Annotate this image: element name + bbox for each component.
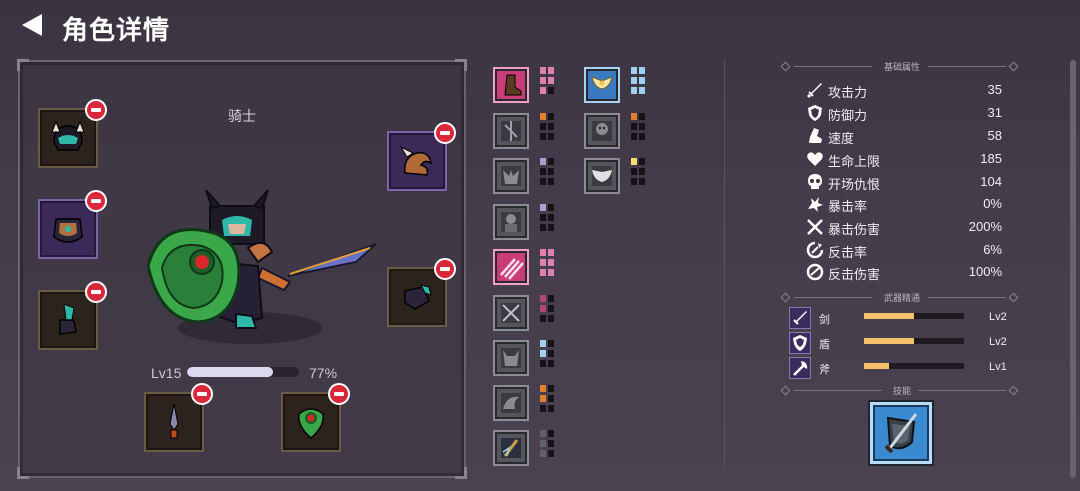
mastery-row-axe[interactable]: 斧 Lv1 bbox=[789, 357, 1011, 379]
skill-tile-demon[interactable] bbox=[493, 158, 529, 194]
unequip-boots-button[interactable] bbox=[85, 281, 107, 303]
skill-tile-holy-wings[interactable] bbox=[584, 67, 620, 103]
unequip-gloves-button[interactable] bbox=[434, 258, 456, 280]
stat-row-counter-damage: 反击伤害 100% bbox=[806, 262, 1002, 282]
sword-mastery-icon bbox=[789, 307, 811, 329]
character-class-name: 骑士 bbox=[228, 108, 256, 124]
heart-icon bbox=[807, 152, 823, 166]
skill-rank-knight bbox=[540, 204, 556, 240]
holy-wings-skill-icon bbox=[591, 76, 613, 90]
xp-progress-bar bbox=[187, 367, 299, 377]
active-skill-button[interactable] bbox=[870, 402, 932, 464]
character-level: Lv15 bbox=[151, 365, 182, 381]
boots-icon bbox=[59, 303, 77, 335]
skill-tile-boots[interactable] bbox=[493, 67, 529, 103]
panel-divider bbox=[724, 60, 725, 470]
mastery-bar-sword bbox=[864, 313, 964, 319]
mastery-section-header: 武器精通 bbox=[780, 291, 1020, 305]
skill-rank-ghost bbox=[631, 113, 647, 149]
header-bar: 角色详情 bbox=[0, 0, 1080, 50]
skill-tile-dragon[interactable] bbox=[493, 385, 529, 421]
xp-progress-fill bbox=[187, 367, 274, 377]
back-button[interactable] bbox=[20, 12, 44, 38]
sword-icon bbox=[807, 83, 822, 98]
shield-mastery-icon bbox=[789, 332, 811, 354]
skill-tile-shield-wall[interactable] bbox=[493, 113, 529, 149]
chest-armor-icon bbox=[53, 218, 83, 243]
stats-section-header: 基础属性 bbox=[780, 60, 1020, 74]
lightning-sword-skill-icon bbox=[501, 438, 521, 458]
xp-percent: 77% bbox=[309, 365, 338, 381]
horn-shoulder-icon bbox=[399, 145, 433, 176]
skull-icon bbox=[808, 174, 822, 189]
shield-wall-skill-icon bbox=[501, 121, 521, 141]
skill-rank-shield-wall bbox=[540, 113, 556, 149]
crit-burst-icon bbox=[808, 197, 823, 212]
skill-tile-claw[interactable] bbox=[493, 249, 529, 285]
boots-skill-icon bbox=[504, 74, 522, 96]
dragon-skill-icon bbox=[501, 393, 521, 413]
horned-helmet-icon bbox=[51, 120, 85, 151]
equip-slot-accessory[interactable] bbox=[387, 131, 447, 191]
unequip-helmet-button[interactable] bbox=[85, 99, 107, 121]
skill-tile-cross-slash[interactable] bbox=[493, 295, 529, 331]
mastery-bar-axe bbox=[864, 363, 964, 369]
unequip-offhand-button[interactable] bbox=[328, 383, 350, 405]
skill-tile-wings[interactable] bbox=[584, 158, 620, 194]
back-arrow-icon bbox=[22, 14, 42, 36]
axe-mastery-icon bbox=[789, 357, 811, 379]
stat-row-crit-rate: 暴击率 0% bbox=[806, 194, 1002, 214]
stat-row-speed: 速度 58 bbox=[806, 126, 1002, 146]
eye-shield-icon bbox=[298, 408, 324, 439]
shield-sword-skill-icon bbox=[884, 413, 918, 454]
page-title: 角色详情 bbox=[62, 15, 171, 45]
unequip-weapon-button[interactable] bbox=[191, 383, 213, 405]
knight-skill-icon bbox=[501, 212, 521, 232]
ghost-skill-icon bbox=[592, 121, 612, 141]
skill-tile-ghost[interactable] bbox=[584, 113, 620, 149]
mastery-bar-shield bbox=[864, 338, 964, 344]
horned-beast-skill-icon bbox=[501, 348, 521, 368]
demon-skill-icon bbox=[501, 166, 521, 186]
hero-character-portrait bbox=[140, 150, 390, 350]
unequip-accessory-button[interactable] bbox=[434, 122, 456, 144]
stat-row-counter-rate: 反击率 6% bbox=[806, 240, 1002, 260]
wings-skill-icon bbox=[592, 166, 612, 186]
counter-icon bbox=[806, 241, 824, 259]
stat-row-opening-aggro: 开场仇恨 104 bbox=[806, 172, 1002, 192]
dagger-icon bbox=[169, 403, 179, 439]
skill-rank-wings bbox=[631, 158, 647, 194]
skill-tile-knight[interactable] bbox=[493, 204, 529, 240]
gauntlet-icon bbox=[404, 284, 432, 310]
stat-row-defense: 防御力 31 bbox=[806, 103, 1002, 123]
skill-rank-dragon bbox=[540, 385, 556, 421]
counter-damage-icon bbox=[806, 263, 824, 281]
skill-tile-lightning-sword[interactable] bbox=[493, 430, 529, 466]
skill-rank-claw bbox=[540, 249, 556, 285]
stat-row-crit-damage: 暴击伤害 200% bbox=[806, 217, 1002, 237]
skill-rank-demon bbox=[540, 158, 556, 194]
stat-row-attack: 攻击力 35 bbox=[806, 80, 1002, 100]
skill-rank-boots bbox=[540, 67, 556, 103]
cross-slash-skill-icon bbox=[501, 303, 521, 323]
claw-skill-icon bbox=[500, 258, 524, 280]
skill-tile-horned-beast[interactable] bbox=[493, 340, 529, 376]
skills-section-header: 技能 bbox=[780, 384, 1020, 398]
skill-rank-lightning-sword bbox=[540, 430, 556, 466]
equip-slot-helmet[interactable] bbox=[38, 108, 98, 168]
mastery-row-shield[interactable]: 盾 Lv2 bbox=[789, 332, 1011, 354]
stats-scrollbar[interactable] bbox=[1070, 60, 1076, 478]
stat-row-max-hp: 生命上限 185 bbox=[806, 149, 1002, 169]
skill-rank-horned-beast bbox=[540, 340, 556, 376]
crossed-swords-icon bbox=[807, 219, 823, 235]
skill-rank-cross-slash bbox=[540, 295, 556, 331]
shield-icon bbox=[808, 105, 822, 121]
unequip-armor-button[interactable] bbox=[85, 190, 107, 212]
mastery-row-sword[interactable]: 剑 Lv2 bbox=[789, 307, 1011, 329]
skill-rank-holy-wings bbox=[631, 67, 647, 103]
boot-icon bbox=[809, 128, 822, 143]
